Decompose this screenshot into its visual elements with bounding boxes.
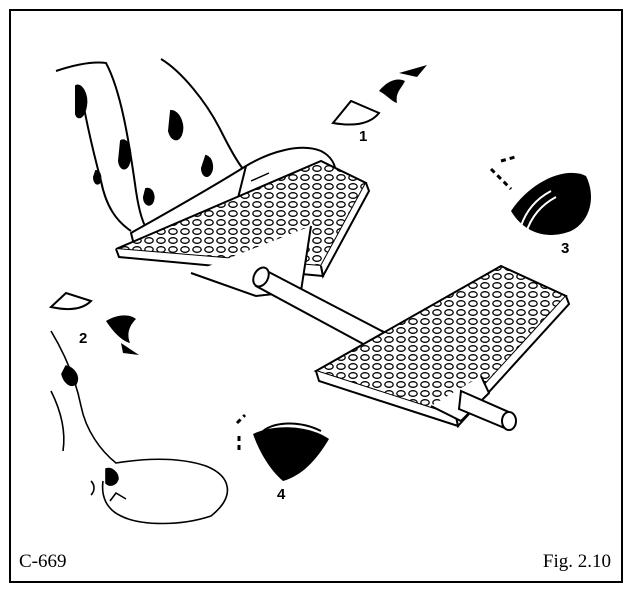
knee-and-hand [51,331,227,524]
right-pedal [316,266,569,430]
callout-1-label: 1 [359,128,367,145]
callout-1: 1 [333,65,427,145]
figure-frame: 1 2 3 4 C [9,9,623,583]
callout-3: 3 [491,157,591,257]
callout-4-label: 4 [277,486,286,503]
callout-3-label: 3 [561,240,569,257]
callout-2: 2 [51,293,139,355]
callout-2-label: 2 [79,330,87,347]
figure-caption: Fig. 2.10 [543,551,611,573]
pedal-operation-illustration: 1 2 3 4 [11,11,621,531]
figure-code: C-669 [19,551,67,573]
callout-4: 4 [237,415,329,503]
